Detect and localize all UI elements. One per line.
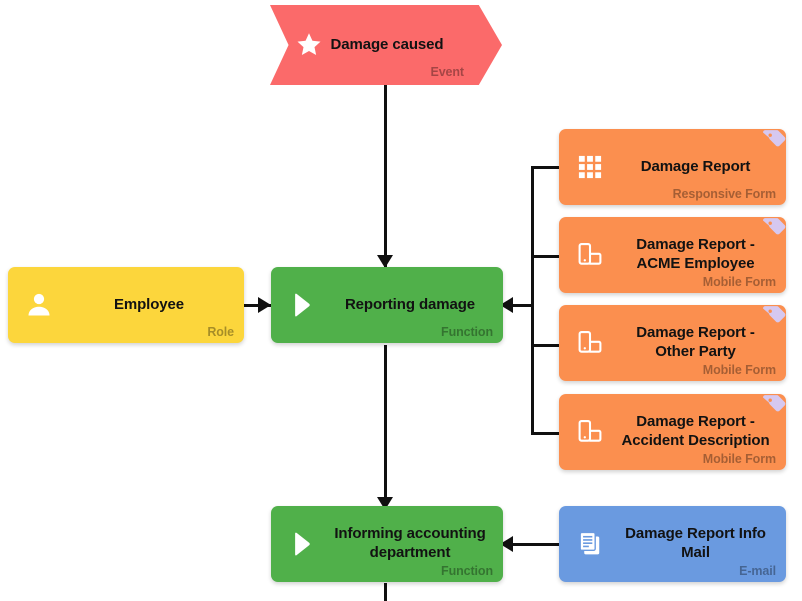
- person-icon: [22, 288, 56, 322]
- node-title: Damage caused: [330, 35, 444, 53]
- node-damage-report-other-party[interactable]: Damage Report - Other Party Mobile Form: [559, 305, 786, 381]
- mobile-device-icon: [573, 326, 607, 360]
- node-employee[interactable]: Employee Role: [8, 267, 244, 343]
- arrowhead-into-reporting-damage-right: [500, 297, 513, 313]
- node-type-label: Role: [207, 325, 234, 339]
- arrowhead-into-informing-accounting-right: [500, 536, 513, 552]
- node-type-label: Function: [441, 564, 493, 578]
- node-type-label: Event: [430, 65, 464, 79]
- document-pages-icon: [573, 527, 607, 561]
- play-triangle-icon: [285, 527, 319, 561]
- node-damage-report-info-mail[interactable]: Damage Report Info Mail E-mail: [559, 506, 786, 582]
- edge-accident-description-branch: [531, 432, 560, 435]
- node-reporting-damage[interactable]: Reporting damage Function: [271, 267, 503, 343]
- edge-forms-bus-trunk: [531, 166, 534, 434]
- node-type-label: Responsive Form: [672, 187, 776, 201]
- node-informing-accounting-department[interactable]: Informing accounting department Function: [271, 506, 503, 582]
- arrowhead-into-reporting-damage-left: [258, 297, 271, 313]
- node-title: Damage Report - ACME Employee: [636, 236, 755, 272]
- edge-informing-accounting-to-offscreen: [384, 583, 387, 601]
- node-type-label: Function: [441, 325, 493, 339]
- play-triangle-icon: [285, 288, 319, 322]
- node-title: Damage Report - Other Party: [636, 324, 755, 360]
- edge-forms-bus-to-reporting-damage: [512, 304, 533, 307]
- node-type-label: Mobile Form: [702, 275, 776, 289]
- star-icon: [292, 28, 326, 62]
- node-damage-report[interactable]: Damage Report Responsive Form: [559, 129, 786, 205]
- node-title: Damage Report - Accident Description: [621, 413, 770, 449]
- edge-acme-employee-branch: [531, 255, 560, 258]
- node-damage-caused[interactable]: Damage caused Event: [270, 5, 502, 85]
- node-damage-report-accident-description[interactable]: Damage Report - Accident Description Mob…: [559, 394, 786, 470]
- node-title: Informing accounting department: [334, 525, 486, 561]
- node-title: Damage Report: [640, 157, 751, 175]
- node-title: Reporting damage: [344, 295, 476, 313]
- node-title: Damage Report Info Mail: [625, 525, 766, 561]
- node-title: Employee: [113, 295, 185, 313]
- edge-reporting-damage-to-informing-accounting: [384, 345, 387, 509]
- node-type-label: E-mail: [739, 564, 776, 578]
- edge-damage-report-branch: [531, 166, 560, 169]
- mobile-device-icon: [573, 415, 607, 449]
- edge-info-mail-to-informing-accounting: [512, 543, 560, 546]
- node-damage-report-acme-employee[interactable]: Damage Report - ACME Employee Mobile For…: [559, 217, 786, 293]
- edge-other-party-branch: [531, 344, 560, 347]
- node-type-label: Mobile Form: [702, 452, 776, 466]
- grid-icon: [573, 150, 607, 184]
- node-type-label: Mobile Form: [702, 363, 776, 377]
- arrowhead-into-reporting-damage-top: [377, 255, 393, 268]
- mobile-device-icon: [573, 238, 607, 272]
- edge-damage-caused-to-reporting-damage: [384, 85, 387, 267]
